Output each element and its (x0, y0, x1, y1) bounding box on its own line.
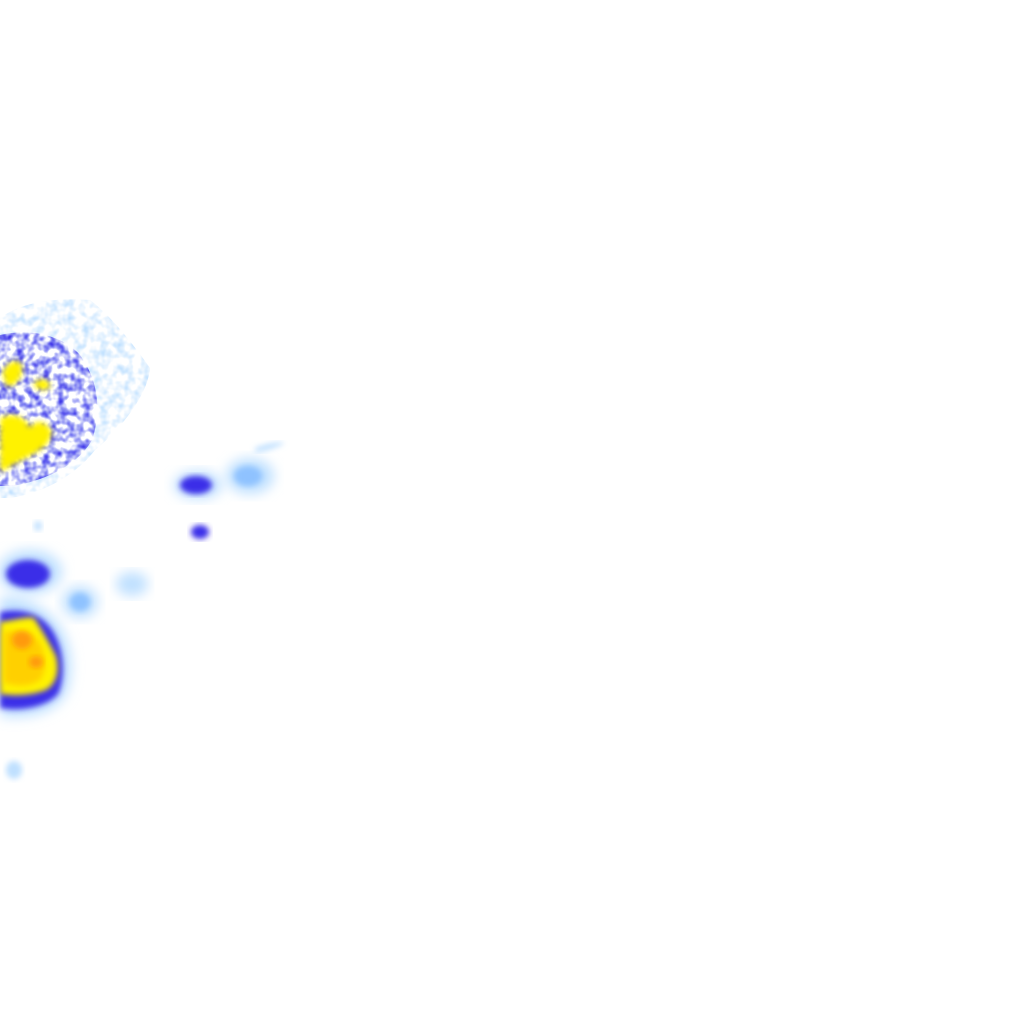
southwest-cell (0, 597, 71, 718)
light-echo (255, 442, 285, 452)
heavy-echo (0, 415, 52, 472)
scattered-light-echoes (0, 521, 148, 779)
light-echo (34, 521, 42, 531)
heavy-echo (34, 379, 51, 391)
northwest-cell-heavy-bands (0, 360, 52, 472)
moderate-echo (70, 593, 90, 611)
light-echo (6, 761, 22, 779)
central-small-cells (174, 442, 285, 539)
intense-echo (12, 631, 32, 649)
moderate-echo (234, 466, 262, 486)
moderate-echo (191, 525, 209, 539)
northwest-cell (0, 299, 150, 498)
intense-echo (29, 656, 43, 668)
moderate-echo (180, 476, 212, 494)
moderate-echo (6, 560, 50, 588)
light-echo (116, 572, 148, 596)
heavy-echo (2, 360, 23, 387)
